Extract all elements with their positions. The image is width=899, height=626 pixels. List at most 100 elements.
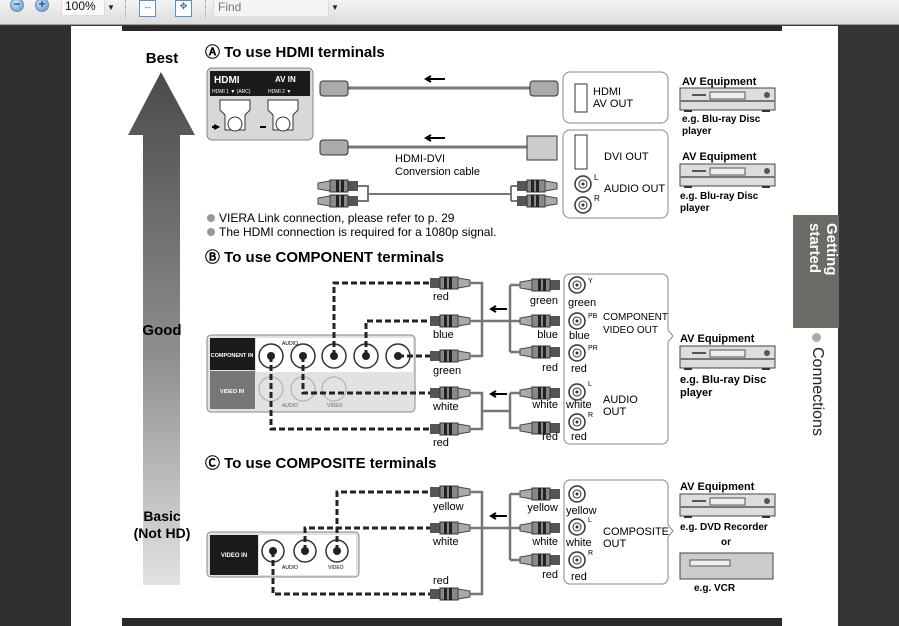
label: red <box>433 291 449 303</box>
hdmi-av-out-box <box>562 71 669 124</box>
zoom-dropdown-icon[interactable]: ▼ <box>107 3 115 12</box>
label: L <box>588 517 592 524</box>
label: white <box>565 537 592 549</box>
label: AUDIO <box>282 341 298 347</box>
component-out-box <box>563 273 674 445</box>
label: L <box>588 381 592 388</box>
label: e.g. DVD Recorder <box>680 522 768 533</box>
label: HDMI <box>214 75 240 86</box>
label: Y <box>588 278 593 285</box>
label: yellow <box>566 505 597 517</box>
label: red <box>433 437 449 449</box>
label: white <box>531 399 558 411</box>
label: Basic <box>143 508 181 524</box>
label: blue <box>569 330 590 342</box>
label: AV IN <box>275 75 296 84</box>
label: blue <box>433 329 454 341</box>
label: e.g. Blu-ray Disc <box>682 114 761 125</box>
label: DVI OUT <box>604 151 649 163</box>
label: red <box>571 363 587 375</box>
label: VIDEO IN <box>220 389 244 395</box>
label: red <box>542 362 558 374</box>
label: AUDIO <box>282 403 298 409</box>
page-header-bar <box>122 26 782 31</box>
label: e.g. Blu-ray Disc <box>680 374 766 386</box>
label: R <box>594 194 600 203</box>
label: AUDIO <box>282 565 298 571</box>
separator <box>205 0 207 18</box>
label: player <box>680 203 710 214</box>
label: e.g. Blu-ray Disc <box>680 191 759 202</box>
label: AV OUT <box>593 98 633 110</box>
label: yellow <box>433 501 464 513</box>
label: white <box>432 401 459 413</box>
label: AUDIO OUT <box>604 183 665 195</box>
section-title-component: Ⓑ To use COMPONENT terminals <box>205 248 444 266</box>
label: AV Equipment <box>682 151 757 163</box>
find-dropdown-icon[interactable]: ▼ <box>331 3 339 12</box>
label: AV Equipment <box>682 76 757 88</box>
label: VIERA Link connection, please refer to p… <box>219 211 455 225</box>
label: red <box>571 571 587 583</box>
label: green <box>568 297 596 309</box>
label: red <box>542 569 558 581</box>
label: R <box>588 412 593 419</box>
label: AV Equipment <box>680 333 755 345</box>
bullet-icon <box>812 333 821 342</box>
label: or <box>721 537 731 548</box>
find-input[interactable]: Find <box>213 0 329 17</box>
fit-width-icon[interactable]: ↔ <box>139 0 156 17</box>
label: L <box>594 173 599 182</box>
label: Best <box>146 50 179 67</box>
section-tab[interactable]: Getting started <box>793 215 840 328</box>
toolbar: − + 100% ▼ ↔ ✥ Find ▼ <box>0 0 899 25</box>
label: yellow <box>527 502 558 514</box>
section-title-composite: Ⓒ To use COMPOSITE terminals <box>205 454 436 472</box>
label: Good <box>142 322 181 339</box>
viewer-background <box>0 26 71 626</box>
zoom-out-icon[interactable]: − <box>10 0 24 12</box>
label: AUDIO <box>603 394 638 406</box>
label: OUT <box>603 538 627 550</box>
label: green <box>433 365 461 377</box>
separator <box>125 0 127 18</box>
label: COMPONENT <box>603 312 668 323</box>
label: white <box>565 399 592 411</box>
label: red <box>542 431 558 443</box>
subsection-label: Connections <box>809 347 826 436</box>
fit-page-icon[interactable]: ✥ <box>175 0 192 17</box>
label: player <box>680 387 713 399</box>
label: OUT <box>603 406 627 418</box>
zoom-input[interactable]: 100% <box>61 0 105 16</box>
page-footer-bar <box>122 618 782 626</box>
label: COMPOSITE <box>603 526 669 538</box>
label: HDMI <box>593 86 621 98</box>
label: blue <box>537 329 558 341</box>
label: VIDEO <box>327 403 343 409</box>
label: red <box>571 431 587 443</box>
quality-arrow <box>128 72 195 585</box>
label: The HDMI connection is required for a 10… <box>219 225 496 239</box>
label: PR <box>588 345 598 352</box>
zoom-in-icon[interactable]: + <box>35 0 49 12</box>
label: white <box>531 536 558 548</box>
label: HDMI 1 ▼ (ARC) <box>212 89 251 95</box>
label: VIDEO <box>328 565 344 571</box>
label: HDMI 2 ▼ <box>268 89 291 95</box>
label: white <box>432 536 459 548</box>
viewer-background <box>838 26 899 626</box>
label: e.g. VCR <box>694 583 736 594</box>
label: (Not HD) <box>134 525 191 541</box>
dvi-out-box <box>562 129 669 219</box>
label: VIDEO IN <box>221 553 247 559</box>
label: R <box>588 550 593 557</box>
label: COMPONENT IN <box>211 353 254 359</box>
label: player <box>682 126 712 137</box>
label: Conversion cable <box>395 166 480 178</box>
section-tab-label: Getting started <box>806 223 840 276</box>
section-title-hdmi: Ⓐ To use HDMI terminals <box>205 43 385 61</box>
label: PB <box>588 313 598 320</box>
label: HDMI-DVI <box>395 153 445 165</box>
label: green <box>530 295 558 307</box>
